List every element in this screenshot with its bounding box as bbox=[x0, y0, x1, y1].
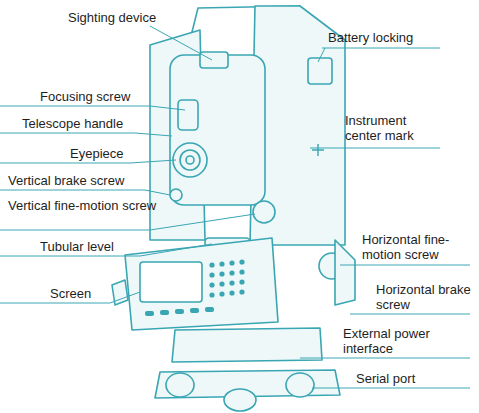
key bbox=[229, 280, 234, 285]
keypad bbox=[145, 259, 245, 316]
key bbox=[209, 292, 214, 297]
leader-line bbox=[0, 214, 255, 230]
key bbox=[239, 269, 244, 274]
key bbox=[209, 282, 214, 287]
part-label: Serial port bbox=[356, 371, 466, 386]
part-label: Eyepiece bbox=[70, 146, 180, 161]
key bbox=[145, 311, 154, 316]
center-mark-cross bbox=[312, 144, 324, 156]
leader-line bbox=[318, 48, 440, 62]
key bbox=[229, 260, 234, 265]
part-label: Telescope handle bbox=[22, 116, 162, 131]
leader-line bbox=[312, 388, 470, 389]
leader-line bbox=[0, 133, 172, 136]
key bbox=[160, 310, 169, 315]
tribrach bbox=[172, 328, 322, 362]
horizontal-brake-screw bbox=[335, 240, 355, 305]
part-label: Horizontal brake screw bbox=[376, 282, 471, 312]
part-label: Battery locking bbox=[328, 30, 458, 45]
part-label: Instrument center mark bbox=[345, 113, 440, 143]
leader-line bbox=[350, 314, 470, 315]
part-label: Horizontal fine-motion screw bbox=[362, 232, 477, 262]
leader-line bbox=[340, 265, 470, 266]
leader-lines bbox=[0, 26, 470, 388]
key bbox=[219, 271, 224, 276]
screen bbox=[140, 262, 202, 302]
leader-line bbox=[300, 358, 470, 359]
part-label: Vertical fine-motion screw bbox=[8, 198, 158, 213]
leader-line bbox=[150, 26, 212, 60]
part-label: Focusing screw bbox=[40, 89, 180, 104]
part-label: Sighting device bbox=[68, 10, 218, 25]
levelling-foot bbox=[286, 373, 314, 397]
focusing-screw bbox=[178, 100, 198, 130]
keyboard-panel bbox=[125, 238, 278, 330]
eyepiece-outer bbox=[173, 143, 207, 177]
levelling-foot bbox=[224, 389, 256, 411]
key bbox=[239, 289, 244, 294]
key bbox=[219, 291, 224, 296]
vertical-brake-screw bbox=[170, 189, 182, 201]
key bbox=[219, 281, 224, 286]
sighting-device bbox=[200, 52, 228, 68]
leader-line bbox=[0, 190, 170, 195]
telescope-body bbox=[170, 55, 265, 205]
key bbox=[209, 272, 214, 277]
key bbox=[205, 307, 214, 312]
leader-line bbox=[310, 148, 440, 149]
key bbox=[229, 270, 234, 275]
key bbox=[209, 262, 214, 267]
part-label: External power interface bbox=[343, 326, 453, 356]
vertical-fine-motion-screw bbox=[253, 201, 275, 223]
eyepiece-lens bbox=[186, 156, 194, 164]
key bbox=[175, 309, 184, 314]
part-label: Vertical brake screw bbox=[8, 173, 168, 188]
eyepiece-inner bbox=[180, 150, 200, 170]
key bbox=[239, 279, 244, 284]
battery-locking bbox=[308, 58, 332, 84]
part-label: Tubular level bbox=[40, 239, 160, 254]
key bbox=[219, 261, 224, 266]
levelling-foot bbox=[166, 373, 194, 397]
part-label: Screen bbox=[50, 286, 130, 301]
key bbox=[190, 308, 199, 313]
key bbox=[229, 290, 234, 295]
key bbox=[239, 259, 244, 264]
leader-line bbox=[0, 106, 185, 110]
